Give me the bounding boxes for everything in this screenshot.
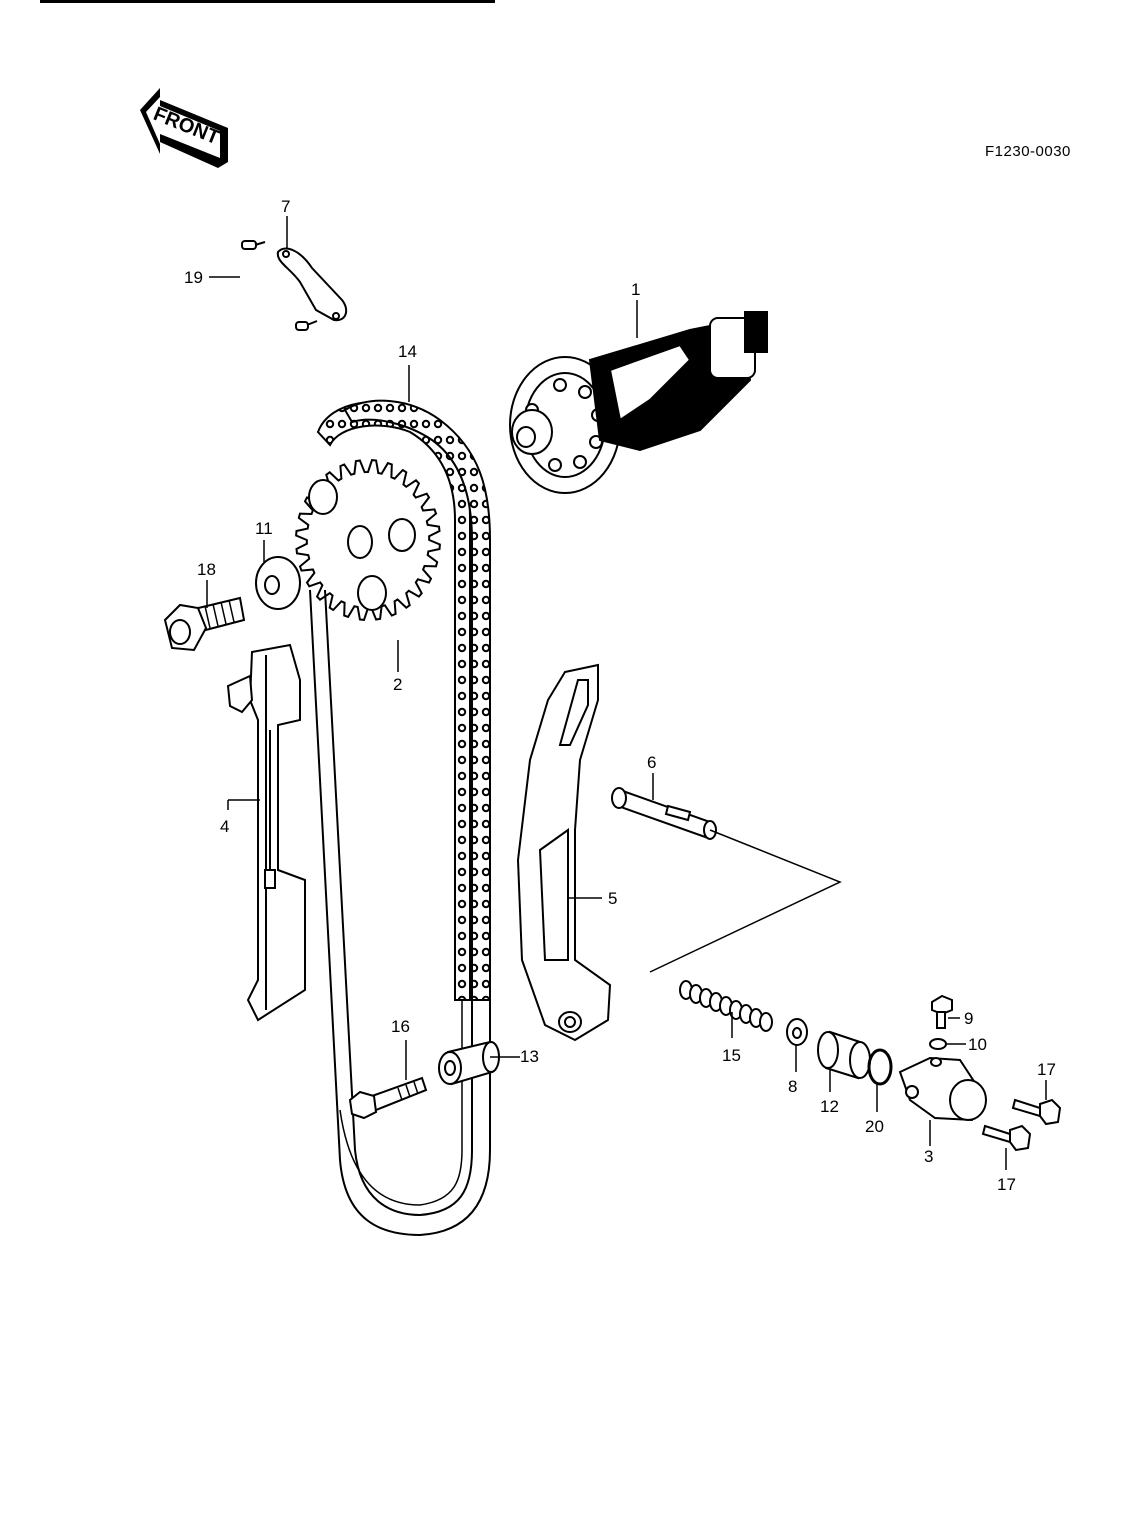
guide-collar — [438, 1040, 500, 1086]
cam-chain — [309, 399, 491, 1237]
sprocket-bolt — [163, 596, 246, 652]
camshaft-sprocket — [295, 459, 441, 621]
tensioner-body — [898, 1056, 987, 1122]
callout-11: 11 — [255, 519, 273, 538]
callout-6: 6 — [647, 753, 657, 772]
callout-16: 16 — [391, 1017, 410, 1036]
tensioner-cap-bolt — [931, 994, 953, 1029]
header-rule — [40, 0, 495, 3]
chain-guide-front — [226, 643, 306, 1022]
callout-15: 15 — [722, 1046, 741, 1065]
camshaft — [509, 311, 768, 494]
bolt-washer — [929, 1038, 947, 1050]
tensioner-mount-bolt — [981, 1098, 1062, 1152]
callout-18: 18 — [197, 560, 216, 579]
callout-17-bottom: 17 — [997, 1175, 1016, 1194]
callout-17-top: 17 — [1037, 1060, 1056, 1079]
callout-7: 7 — [281, 197, 291, 216]
callout-5: 5 — [608, 889, 618, 908]
guide-pivot-pin — [611, 787, 717, 840]
callout-20: 20 — [865, 1117, 884, 1136]
callout-4: 4 — [220, 817, 230, 836]
callout-10: 10 — [968, 1035, 987, 1054]
chain-guide-bracket — [241, 240, 348, 331]
leader-lines — [206, 216, 1047, 1170]
assembly-line — [649, 829, 842, 973]
guide-bolt — [348, 1076, 428, 1120]
callout-12: 12 — [820, 1097, 839, 1116]
callout-3: 3 — [924, 1147, 934, 1166]
callout-9: 9 — [964, 1009, 974, 1028]
o-ring — [867, 1048, 893, 1086]
callout-14: 14 — [398, 342, 417, 361]
spring-collar — [786, 1018, 808, 1046]
callout-2: 2 — [393, 675, 403, 694]
tensioner-plunger — [817, 1030, 871, 1080]
tensioner-spring — [679, 980, 773, 1032]
front-arrow-icon: FRONT — [140, 88, 228, 168]
callout-13: 13 — [520, 1047, 539, 1066]
chain-tensioner-guide — [516, 663, 612, 1042]
callout-1: 1 — [631, 280, 641, 299]
figure-id: F1230-0030 — [985, 143, 1071, 160]
callout-19: 19 — [184, 268, 203, 287]
sprocket-washer — [255, 556, 301, 610]
callout-8: 8 — [788, 1077, 798, 1096]
